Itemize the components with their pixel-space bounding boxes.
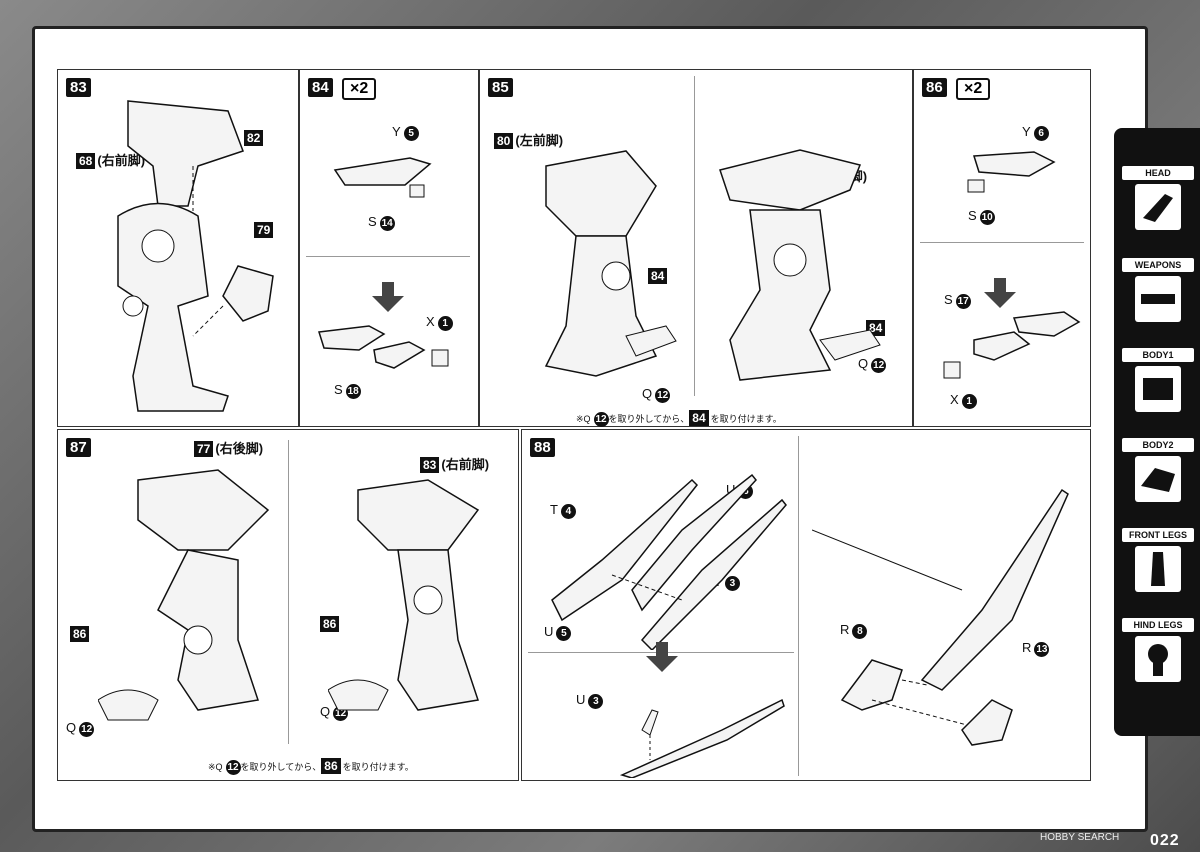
front-leg-drawing: [117, 100, 274, 412]
tab-label: WEAPONS: [1122, 258, 1194, 272]
part-86b-label: 86: [320, 616, 341, 632]
body1-icon: [1135, 366, 1181, 412]
step-divider: [694, 76, 695, 396]
weapons-icon: [1135, 276, 1181, 322]
blade-parts-drawing: [551, 473, 787, 650]
tab-body2[interactable]: BODY2: [1122, 438, 1194, 524]
part-86a-label: 86: [70, 626, 91, 642]
step-number: 84: [308, 78, 333, 97]
step-number: 83: [66, 78, 91, 97]
page-number: 022: [1150, 832, 1180, 849]
multiplier-badge: ×2: [342, 78, 377, 100]
down-arrow-icon: [984, 278, 1016, 308]
watermark: HOBBY SEARCH: [1040, 832, 1120, 843]
part-77-label: 77(右後脚): [194, 438, 263, 457]
tab-hind-legs[interactable]: HIND LEGS: [1122, 618, 1194, 704]
hind-legs-icon: [1135, 636, 1181, 682]
shell-assembly-drawing: [943, 311, 1081, 379]
tab-body1[interactable]: BODY1: [1122, 348, 1194, 434]
left-hind-leg-drawing: [719, 149, 881, 381]
step-83-panel: 83 82 68(右前脚) 79: [57, 69, 299, 427]
front-legs-icon: [1135, 546, 1181, 592]
shell-piece-drawing: [967, 151, 1056, 193]
step-divider: [920, 242, 1084, 243]
shell-piece-drawing: [333, 157, 432, 198]
down-arrow-icon: [646, 642, 678, 672]
right-front-leg-drawing: [328, 479, 480, 711]
tab-label: FRONT LEGS: [1122, 528, 1194, 542]
step-divider: [798, 436, 799, 776]
tab-label: HIND LEGS: [1122, 618, 1194, 632]
head-icon: [1135, 184, 1181, 230]
tab-label: BODY2: [1122, 438, 1194, 452]
tab-weapons[interactable]: WEAPONS: [1122, 258, 1194, 344]
multiplier-badge: ×2: [956, 78, 991, 100]
step-number: 85: [488, 78, 513, 97]
tab-label: BODY1: [1122, 348, 1194, 362]
section-sidebar: HEAD WEAPONS BODY1 BODY2 FRONT LEGS HIND…: [1114, 128, 1200, 736]
blade-detail-drawing: [619, 698, 785, 778]
step-divider: [288, 440, 289, 744]
shell-assembly-drawing: [318, 325, 449, 369]
step-85-panel: 85 80(左前脚) 73(左後脚) 84 84 Q12 Q12 ※Q12を取り…: [479, 69, 913, 427]
step-88-panel: 88 T4 U6 T3 U5 U3 R8 R13: [521, 429, 1091, 781]
tab-head[interactable]: HEAD: [1122, 166, 1194, 252]
part-83-label: 83(右前脚): [420, 454, 489, 473]
part-84a-label: 84: [648, 268, 669, 284]
left-front-leg-drawing: [544, 150, 677, 377]
body2-icon: [1135, 456, 1181, 502]
part-82-label: 82: [244, 130, 265, 146]
blade-assembly-drawing: [812, 488, 1069, 746]
part-80-label: 80(左前脚): [494, 130, 563, 149]
right-hind-leg-drawing: [98, 469, 270, 721]
step-number: 88: [530, 438, 555, 457]
tab-front-legs[interactable]: FRONT LEGS: [1122, 528, 1194, 614]
tab-label: HEAD: [1122, 166, 1194, 180]
step-divider: [306, 256, 470, 257]
step-number: 86: [922, 78, 947, 97]
down-arrow-icon: [372, 282, 404, 312]
part-68-label: 68(右前脚): [76, 150, 145, 169]
part-79-label: 79: [254, 222, 275, 238]
step-number: 87: [66, 438, 91, 457]
